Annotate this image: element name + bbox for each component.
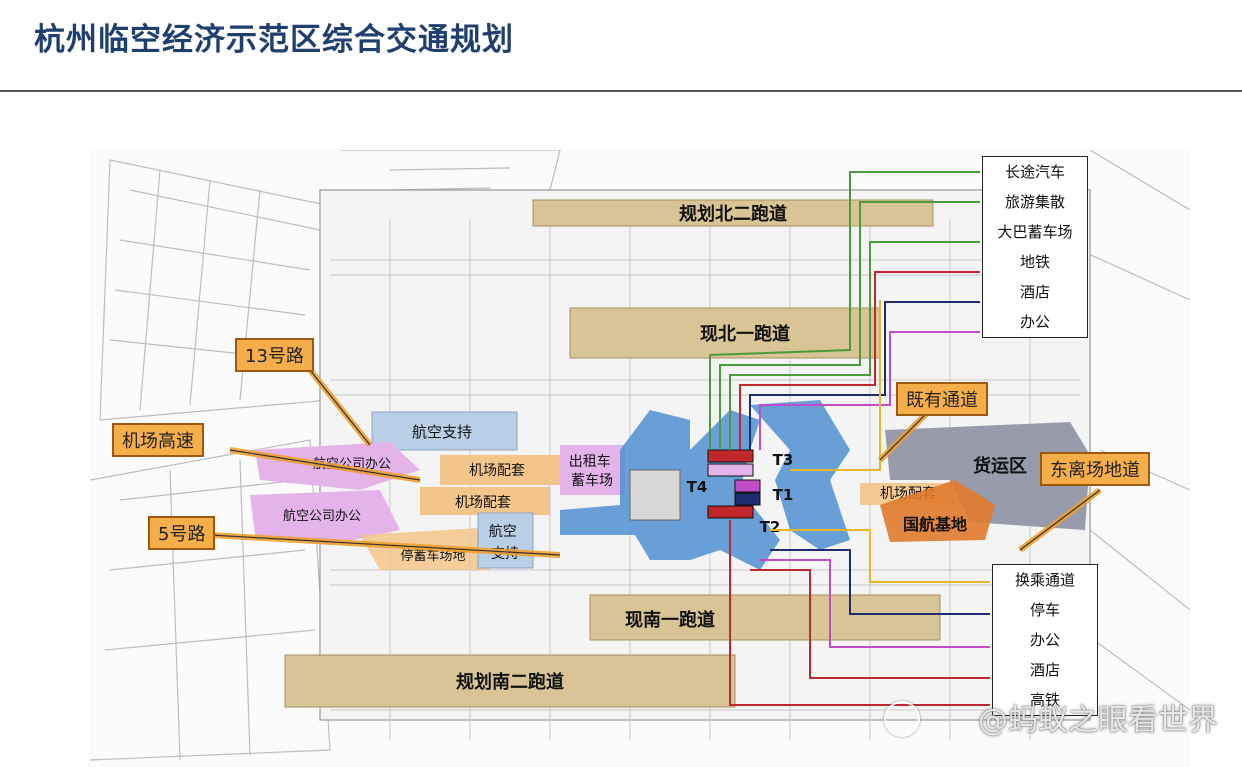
runway-south1 — [589, 594, 941, 641]
runway-south1-label: 现南一跑道 — [625, 609, 715, 631]
map-canvas: 规划北二跑道 现北一跑道 现南一跑道 规划南二跑道 航空支持 航空公司办公 机场… — [90, 150, 1190, 761]
zone-airport-facility-2 — [420, 487, 550, 515]
zone-cargo-label: 货运区 — [973, 455, 1027, 477]
zone-taxi-pool-line1: 出租车 — [569, 453, 611, 470]
runway-south2 — [284, 654, 736, 708]
callout-east-underpass: 东离场地道 — [1040, 452, 1150, 486]
runway-south2-label: 规划南二跑道 — [456, 671, 564, 693]
terminal-block-1 — [707, 449, 754, 463]
zone-airline-office-2 — [250, 490, 400, 545]
connector-lines-top — [709, 171, 980, 471]
zone-airport-facility-2-label: 机场配套 — [455, 495, 511, 511]
legend-top-item: 地铁 — [1019, 253, 1050, 271]
zone-parking-lot-label: 停蓄车场地 — [400, 548, 465, 564]
terminal-t2-label: T2 — [760, 518, 781, 536]
zone-airline-office-2-label: 航空公司办公 — [283, 508, 361, 524]
title-divider — [0, 90, 1242, 92]
legend-top-item: 大巴蓄车场 — [997, 223, 1073, 241]
zone-aviation-support-south — [477, 512, 534, 569]
zone-taxi-pool — [560, 445, 625, 495]
zone-aviation-support-north-label: 航空支持 — [412, 423, 472, 441]
runway-north2-label: 规划北二跑道 — [679, 203, 787, 225]
callout-arrow-outlines — [209, 369, 1101, 556]
zone-taxi-pool-label: 出租车 蓄车场 — [569, 453, 615, 489]
legend-bottom: 换乘通道 停车 办公 酒店 高铁 — [992, 564, 1098, 716]
terminal-t1-label: T1 — [773, 486, 794, 504]
terminal-apron-east — [750, 400, 850, 550]
page-title: 杭州临空经济示范区综合交通规划 — [34, 22, 514, 58]
terminal-t3-label: T3 — [773, 451, 794, 469]
runway-north1 — [569, 307, 881, 359]
terminal-t4-label: T4 — [687, 478, 708, 496]
terminal-t4-building — [629, 469, 681, 521]
zone-airport-facility-1-label: 机场配套 — [469, 463, 525, 479]
callout-airport-expressway: 机场高速 — [112, 423, 204, 457]
connector-lines-bottom — [729, 520, 990, 706]
zone-cargo — [885, 422, 1090, 530]
runway-north1-label: 现北一跑道 — [700, 323, 790, 345]
legend-bottom-item: 办公 — [1029, 631, 1060, 649]
terminal-block-2 — [707, 463, 754, 477]
legend-bottom-item: 停车 — [1029, 601, 1060, 619]
legend-top-item: 旅游集散 — [1004, 193, 1065, 211]
transport-plan-map: 规划北二跑道 现北一跑道 现南一跑道 规划南二跑道 航空支持 航空公司办公 机场… — [90, 150, 1190, 767]
legend-bottom-item: 换乘通道 — [1014, 571, 1075, 589]
terminal-block-3 — [734, 479, 761, 493]
zone-air-china-base — [880, 480, 995, 542]
legend-top-item: 办公 — [1019, 313, 1050, 331]
callout-road-5: 5号路 — [148, 516, 216, 550]
zone-airport-facility-1 — [440, 455, 560, 485]
watermark-text: @蚂蚁之眼看世界 — [978, 703, 1218, 738]
legend-bottom-item: 酒店 — [1029, 661, 1060, 679]
terminal-block-4 — [734, 492, 761, 506]
zone-aviation-support-south-line1: 航空 — [489, 524, 517, 540]
runway-north2 — [532, 199, 934, 227]
zone-taxi-pool-line2: 蓄车场 — [571, 472, 613, 489]
terminal-block-5 — [707, 505, 754, 519]
callout-road-13: 13号路 — [235, 338, 314, 372]
legend-top: 长途汽车 旅游集散 大巴蓄车场 地铁 酒店 办公 — [982, 156, 1088, 338]
legend-bottom-item: 高铁 — [1029, 691, 1060, 709]
watermark-logo-icon — [884, 701, 920, 737]
zone-air-china-base-label: 国航基地 — [903, 515, 967, 534]
legend-top-item: 长途汽车 — [1004, 163, 1065, 181]
callout-existing-channel: 既有通道 — [896, 382, 988, 416]
legend-top-item: 酒店 — [1019, 283, 1050, 301]
zone-aviation-support-north — [371, 411, 518, 451]
